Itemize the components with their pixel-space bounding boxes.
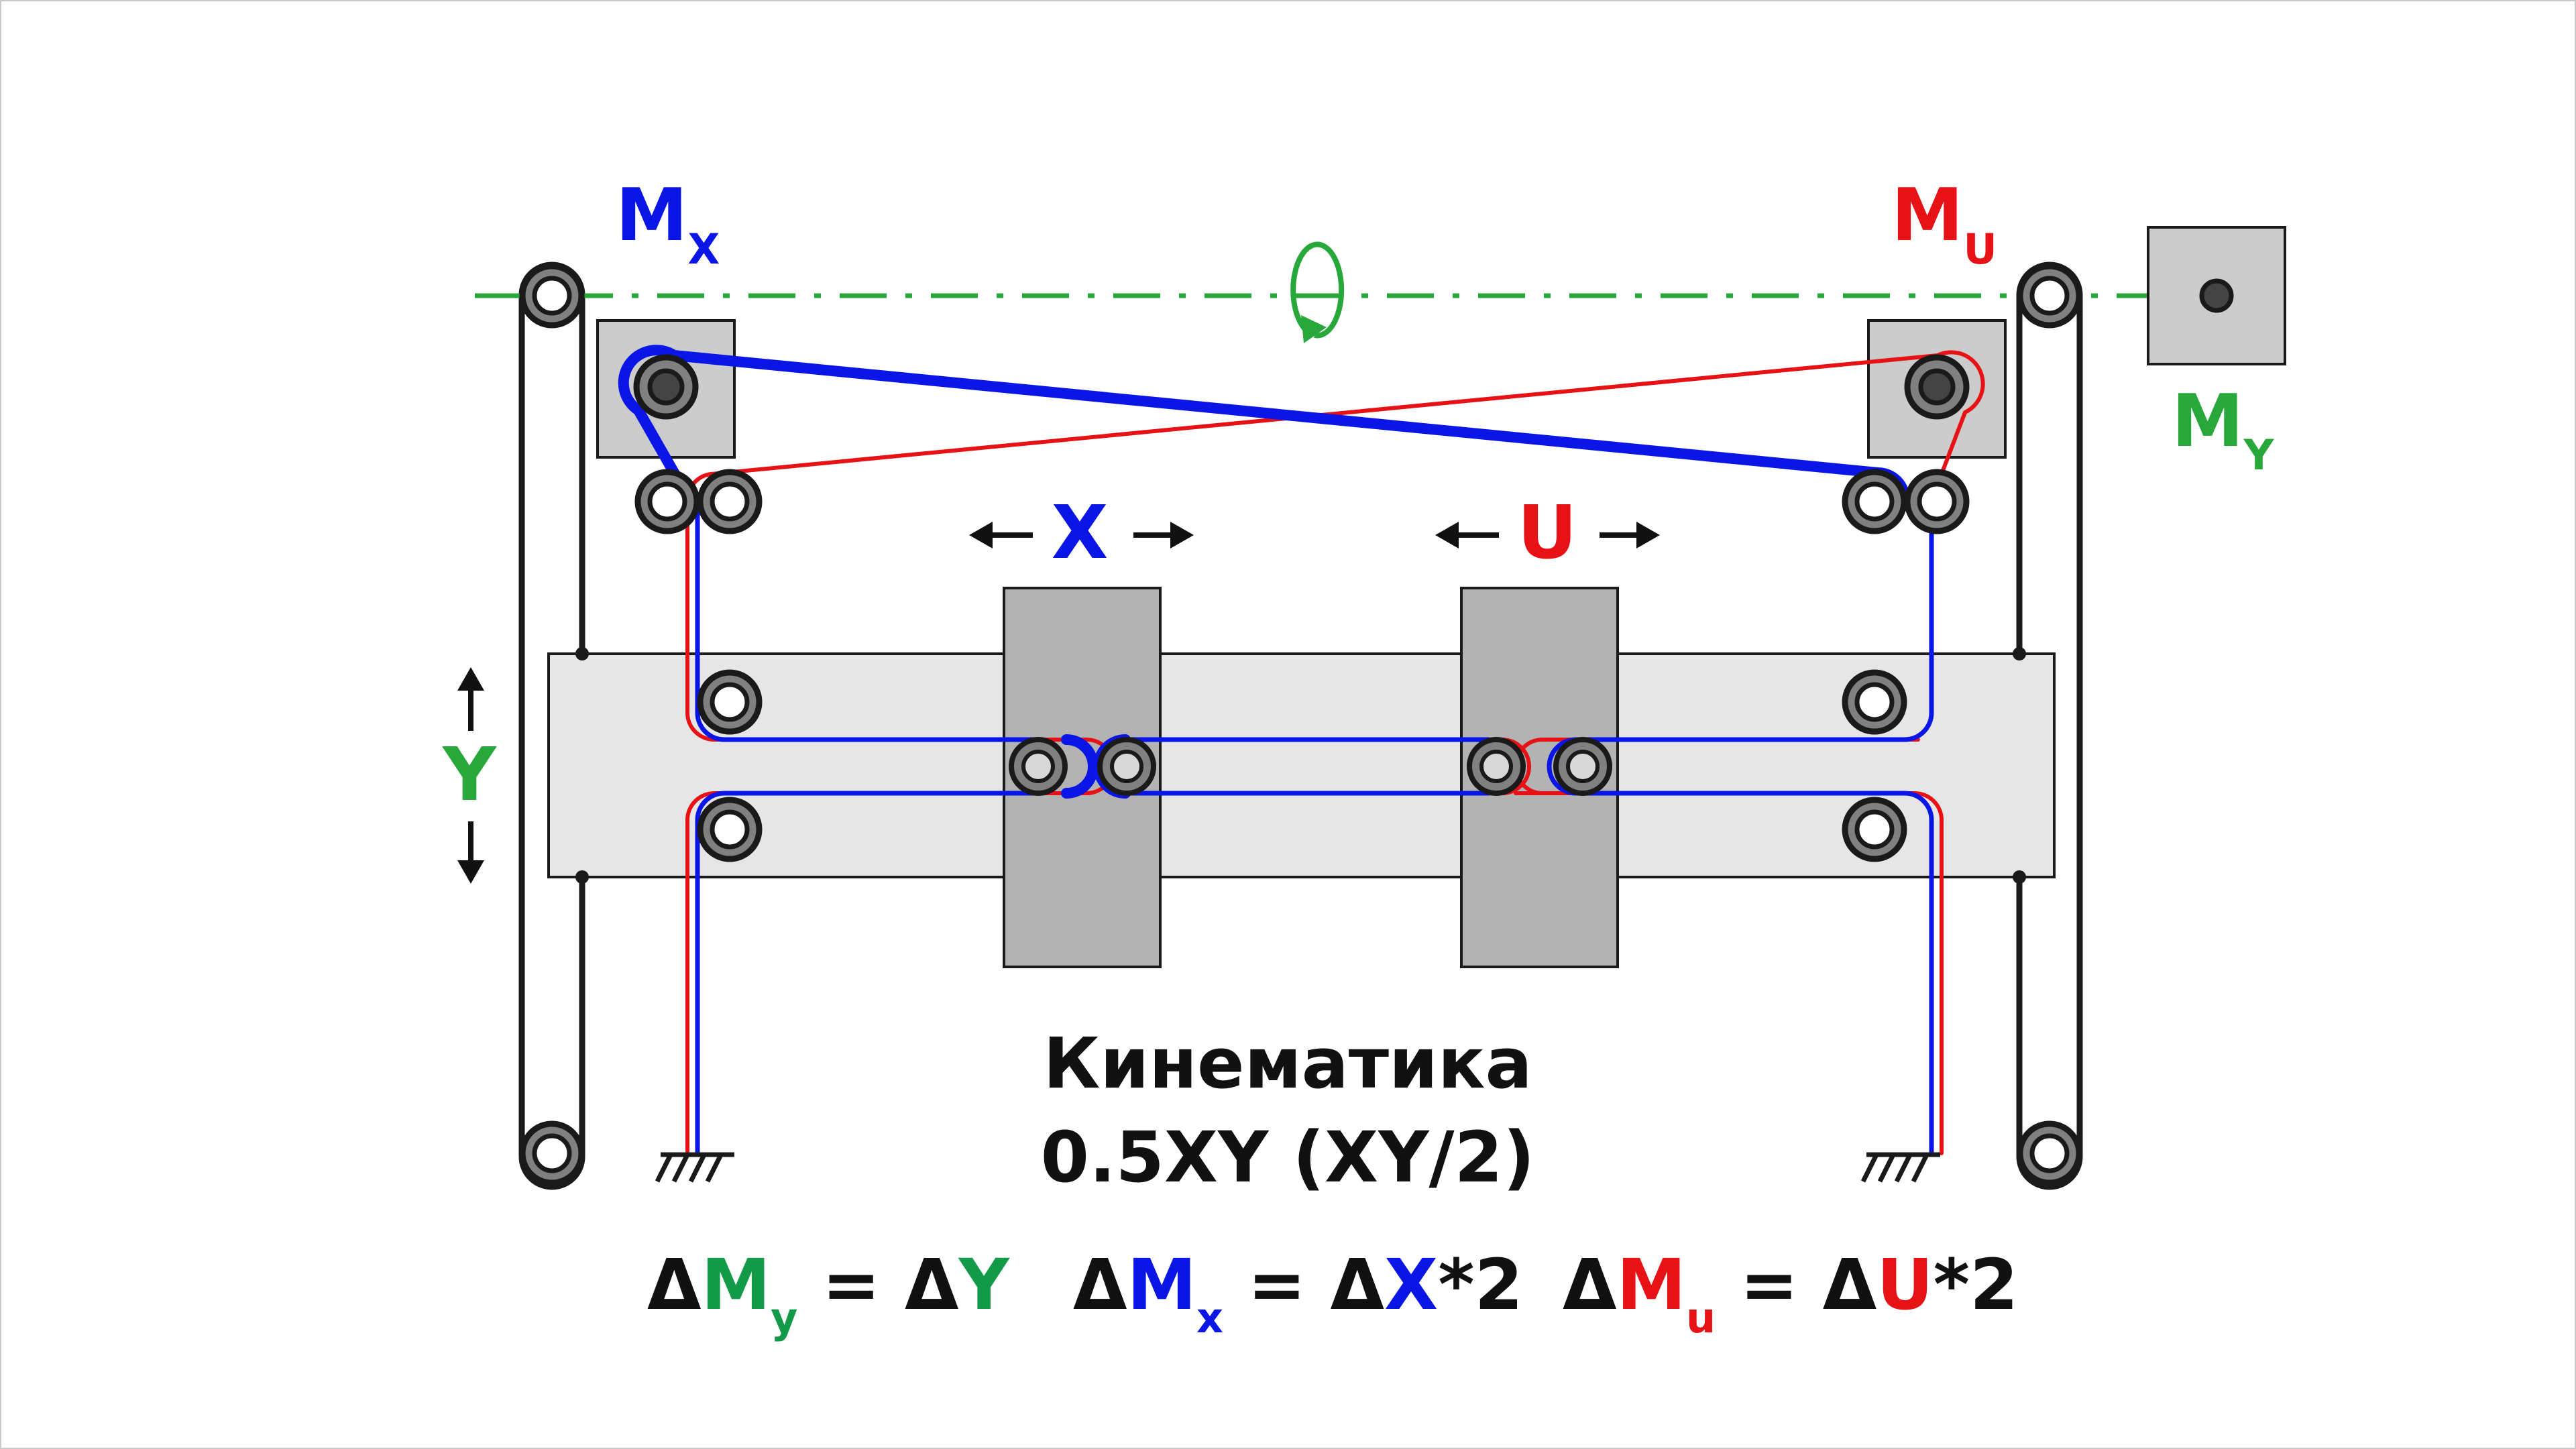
beam-idler-left-bottom-icon — [700, 800, 759, 859]
motor-x-label: MX — [616, 174, 720, 274]
beam-idler-right-bottom-icon — [1845, 800, 1904, 859]
ground-symbol-icon — [655, 1152, 734, 1183]
gantry-beam — [547, 652, 2056, 878]
rotation-arrow-icon — [1290, 241, 1345, 343]
y-idler-top-left-icon — [522, 266, 581, 325]
diagram-title-line2: 0.5XY (XY/2) — [1041, 1116, 1535, 1198]
motor-y-shaft-icon — [2199, 278, 2234, 313]
diagram-title-line1: Кинематика — [1043, 1023, 1532, 1104]
y-idler-bottom-right-icon — [2020, 1124, 2079, 1183]
formula-mu: ΔMu = ΔU*2 — [1563, 1244, 2018, 1342]
carriage-u-pulley-left-icon — [1469, 740, 1523, 793]
motor-u-label: MU — [1891, 174, 1997, 274]
axis-u-arrows — [1435, 522, 1660, 548]
axis-x-arrows — [969, 522, 1194, 548]
idler-left-b-icon — [700, 472, 759, 531]
axis-y-arrows — [457, 667, 484, 884]
motor-x-pulley-icon — [636, 357, 695, 416]
idler-right-a-icon — [1845, 472, 1904, 531]
axis-y-label: Y — [441, 732, 497, 817]
carriage-x-pulley-right-icon — [1100, 740, 1154, 793]
y-idler-top-right-icon — [2020, 266, 2079, 325]
beam-idler-left-top-icon — [700, 673, 759, 732]
axis-x-label: X — [1052, 489, 1109, 575]
y-idler-bottom-left-icon — [522, 1124, 581, 1183]
ground-symbol-icon — [1860, 1152, 1940, 1183]
carriage-x-pulley-left-icon — [1011, 740, 1065, 793]
idler-left-a-icon — [638, 472, 697, 531]
formula-mx: ΔMx = ΔX*2 — [1073, 1244, 1523, 1342]
motor-u-pulley-icon — [1907, 357, 1966, 416]
beam-idler-right-top-icon — [1845, 673, 1904, 732]
carriage-u-pulley-right-icon — [1556, 740, 1610, 793]
axis-u-label: U — [1517, 489, 1577, 575]
idler-right-b-icon — [1907, 472, 1966, 531]
motor-y-label: MY — [2172, 380, 2274, 479]
formula-my: ΔMy = ΔY — [647, 1244, 1010, 1342]
